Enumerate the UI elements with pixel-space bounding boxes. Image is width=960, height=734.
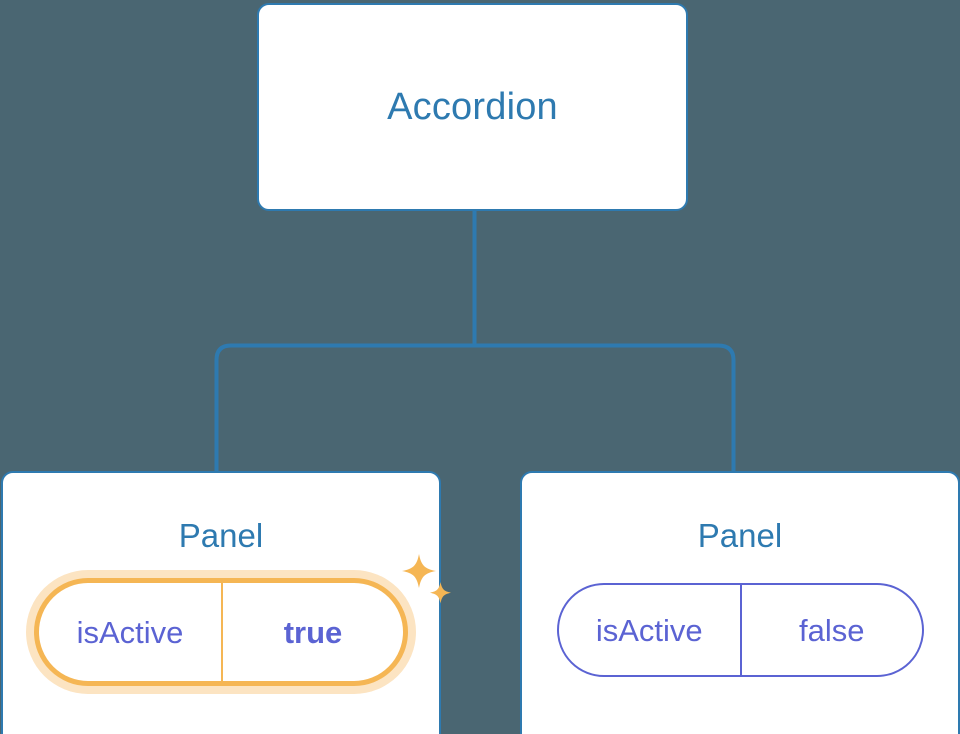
prop-value-cell: true [221, 583, 403, 681]
prop-value-label: true [283, 614, 343, 650]
prop-value-label: false [799, 612, 865, 648]
edge-branch-to-panel-left [214, 343, 475, 472]
sparkle-large-icon [402, 554, 436, 588]
prop-pill-isactive-true[interactable]: isActive true [34, 578, 408, 686]
node-panel-inactive-title: Panel [697, 517, 783, 554]
node-panel-inactive[interactable]: Panel isActive false [520, 471, 960, 734]
prop-pill-isactive-false[interactable]: isActive false [556, 583, 924, 677]
prop-pill-container-active: isActive true [3, 554, 451, 686]
prop-value-cell: false [740, 585, 922, 675]
prop-key-cell: isActive [559, 585, 741, 675]
node-accordion-title: Accordion [387, 86, 558, 128]
sparkle-small-icon [430, 582, 451, 604]
prop-key-label: isActive [76, 614, 184, 650]
prop-key-cell: isActive [39, 583, 221, 681]
prop-pill-container-inactive: isActive false [522, 583, 958, 677]
prop-key-label: isActive [595, 612, 703, 648]
edge-branch-to-panel-right [474, 343, 736, 472]
node-panel-active-title: Panel [178, 517, 264, 554]
node-panel-active[interactable]: Panel isActive true [1, 471, 451, 734]
node-accordion[interactable]: Accordion [257, 3, 688, 211]
